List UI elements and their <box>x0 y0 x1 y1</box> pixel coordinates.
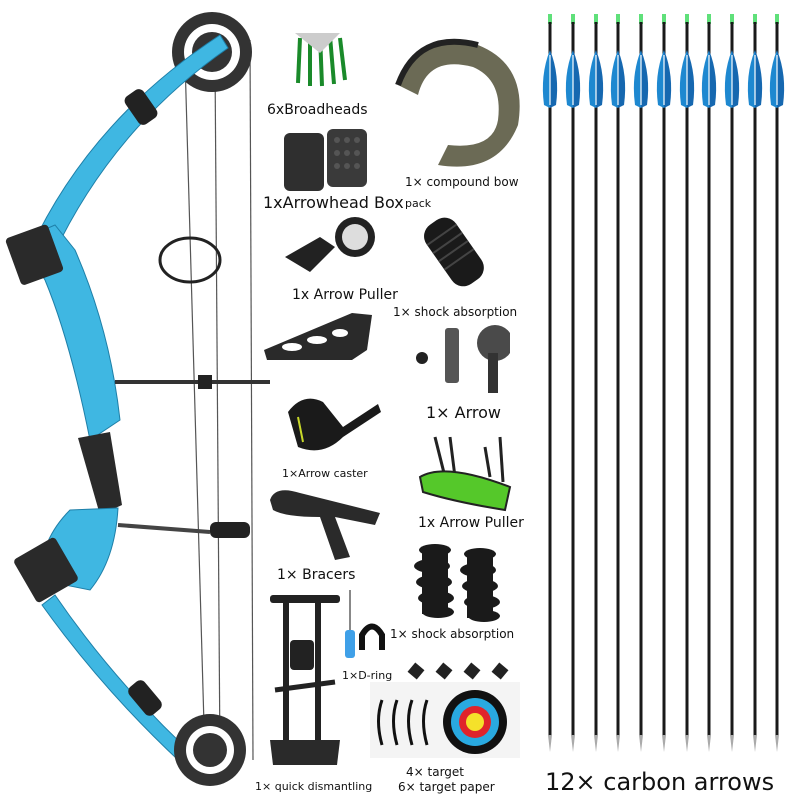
arrowhead-box-icon <box>284 129 367 191</box>
bracers-image <box>265 485 385 565</box>
bracers-icon <box>270 490 380 560</box>
sight-image <box>280 212 380 280</box>
target-label: 4× target <box>406 765 464 779</box>
compound-bow <box>0 0 280 800</box>
arrow-caster-image <box>283 392 393 457</box>
carbon-arrows-illustration <box>541 12 786 754</box>
arrow-rest-label: 1× Arrow <box>426 403 502 422</box>
broadheads-label: 6xBroadheads <box>267 102 368 118</box>
target-paper-label: 6× target paper <box>398 780 495 794</box>
shock-absorber-1-icon <box>424 217 484 287</box>
d-ring-icon <box>345 590 385 658</box>
multitool-image <box>415 432 515 512</box>
target-image <box>370 660 520 760</box>
arrowhead-box-image <box>282 125 370 193</box>
target-icon <box>370 662 520 758</box>
sight-icon <box>285 217 375 272</box>
compound-bow-illustration <box>5 12 270 786</box>
bow-pack-label-2: pack <box>405 197 432 210</box>
multitool-icon <box>418 436 512 512</box>
quiver-icon <box>270 595 340 765</box>
d-ring-label: 1×D-ring <box>342 669 393 682</box>
quick-dismantling-label: 1× quick dismantling <box>255 780 373 793</box>
arrow-puller-2-label: 1x Arrow Puller <box>418 515 524 531</box>
shock-absorption-2-label: 1× shock absorption <box>390 627 515 641</box>
arrowhead-box-label: 1xArrowhead Box <box>263 193 404 212</box>
quiver-bracket-image <box>262 305 382 365</box>
shock-absorber-1-image <box>415 210 495 290</box>
arrow-rest-image <box>410 318 510 398</box>
carbon-arrows-group <box>530 0 800 770</box>
shock-absorber-2-icon <box>414 544 500 622</box>
arrow-caster-icon <box>288 398 381 451</box>
shock-absorption-1-label: 1× shock absorption <box>393 305 518 319</box>
quiver-bracket-icon <box>264 313 372 360</box>
arrow-rest-icon <box>416 325 510 393</box>
quiver-image <box>265 590 345 770</box>
bracers-label: 1× Bracers <box>277 567 356 583</box>
d-ring-image <box>340 590 390 660</box>
bow-pack-label: 1× compound bow <box>405 175 519 189</box>
carbon-arrows-label: 12× carbon arrows <box>545 768 775 796</box>
arrow-puller-1-label: 1x Arrow Puller <box>292 287 398 303</box>
broadheads-icon <box>295 33 347 87</box>
arrow-caster-label: 1×Arrow caster <box>282 467 368 480</box>
bow-pack-image <box>378 25 528 175</box>
broadheads-image <box>290 28 350 88</box>
bow-pack-icon <box>395 38 520 167</box>
shock-absorber-2-image <box>410 540 510 625</box>
